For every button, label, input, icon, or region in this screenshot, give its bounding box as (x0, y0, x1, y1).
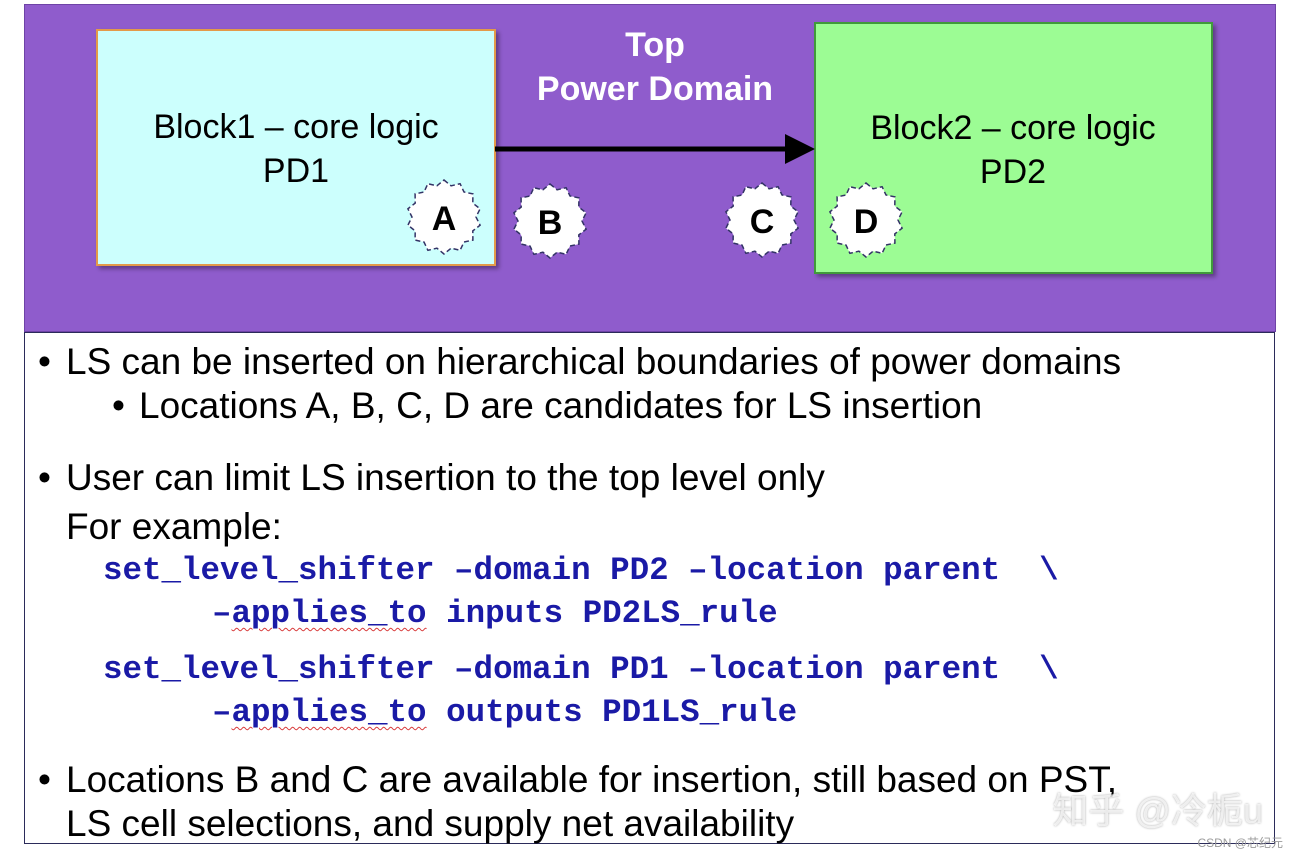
code-1-line-2: –applies_to inputs PD2LS_rule (212, 595, 778, 632)
marker-a: A (406, 179, 482, 255)
code-2-line-2: –applies_to outputs PD1LS_rule (212, 694, 798, 731)
bullet-1-text: LS can be inserted on hierarchical bound… (66, 341, 1122, 382)
bullet-3-marker: • (38, 759, 51, 800)
block1-title: Block1 – core logic (153, 108, 438, 146)
code-2-line-1: set_level_shifter –domain PD1 –location … (103, 651, 1059, 688)
signal-arrow (495, 134, 815, 164)
bullet-1-marker: • (38, 341, 51, 382)
marker-b-shape (512, 183, 588, 259)
code-1-flag: applies_to (231, 595, 427, 632)
marker-d: D (828, 182, 904, 258)
code-2-flag: applies_to (231, 694, 427, 731)
block2-domain: PD2 (980, 153, 1046, 191)
bullet-2-marker: • (38, 457, 51, 498)
marker-a-label: A (432, 200, 457, 238)
block1-domain: PD1 (263, 152, 329, 190)
top-domain-label-line2: Power Domain (537, 70, 773, 108)
bullet-3-text-line-2: LS cell selections, and supply net avail… (66, 803, 795, 844)
bullet-1-sub-marker: • (112, 385, 125, 426)
code-2-dash: – (212, 694, 232, 731)
bullet-2-example-label: For example: (66, 506, 282, 547)
block2-title: Block2 – core logic (870, 109, 1155, 147)
marker-b-label: B (538, 204, 563, 242)
explanation-panel (24, 332, 1275, 844)
code-1-args: inputs PD2LS_rule (426, 595, 778, 632)
marker-d-label: D (854, 203, 879, 241)
zhihu-watermark: 知乎 @冷栀u (1052, 790, 1263, 831)
code-1-dash: – (212, 595, 232, 632)
marker-b: B (512, 183, 588, 259)
marker-c-label: C (750, 203, 775, 241)
csdn-watermark: CSDN @芯纪元 (1197, 836, 1283, 850)
top-domain-label-line1: Top (625, 26, 685, 64)
bullet-3-text-line-1: Locations B and C are available for inse… (66, 759, 1117, 800)
marker-c: C (724, 182, 800, 258)
marker-d-shape (828, 182, 904, 258)
marker-c-shape (724, 182, 800, 258)
bullet-2-text: User can limit LS insertion to the top l… (66, 457, 825, 498)
marker-a-shape (406, 179, 482, 255)
code-2-args: outputs PD1LS_rule (426, 694, 798, 731)
code-1-line-1: set_level_shifter –domain PD2 –location … (103, 552, 1059, 589)
bullet-1-subtext: Locations A, B, C, D are candidates for … (139, 385, 983, 426)
